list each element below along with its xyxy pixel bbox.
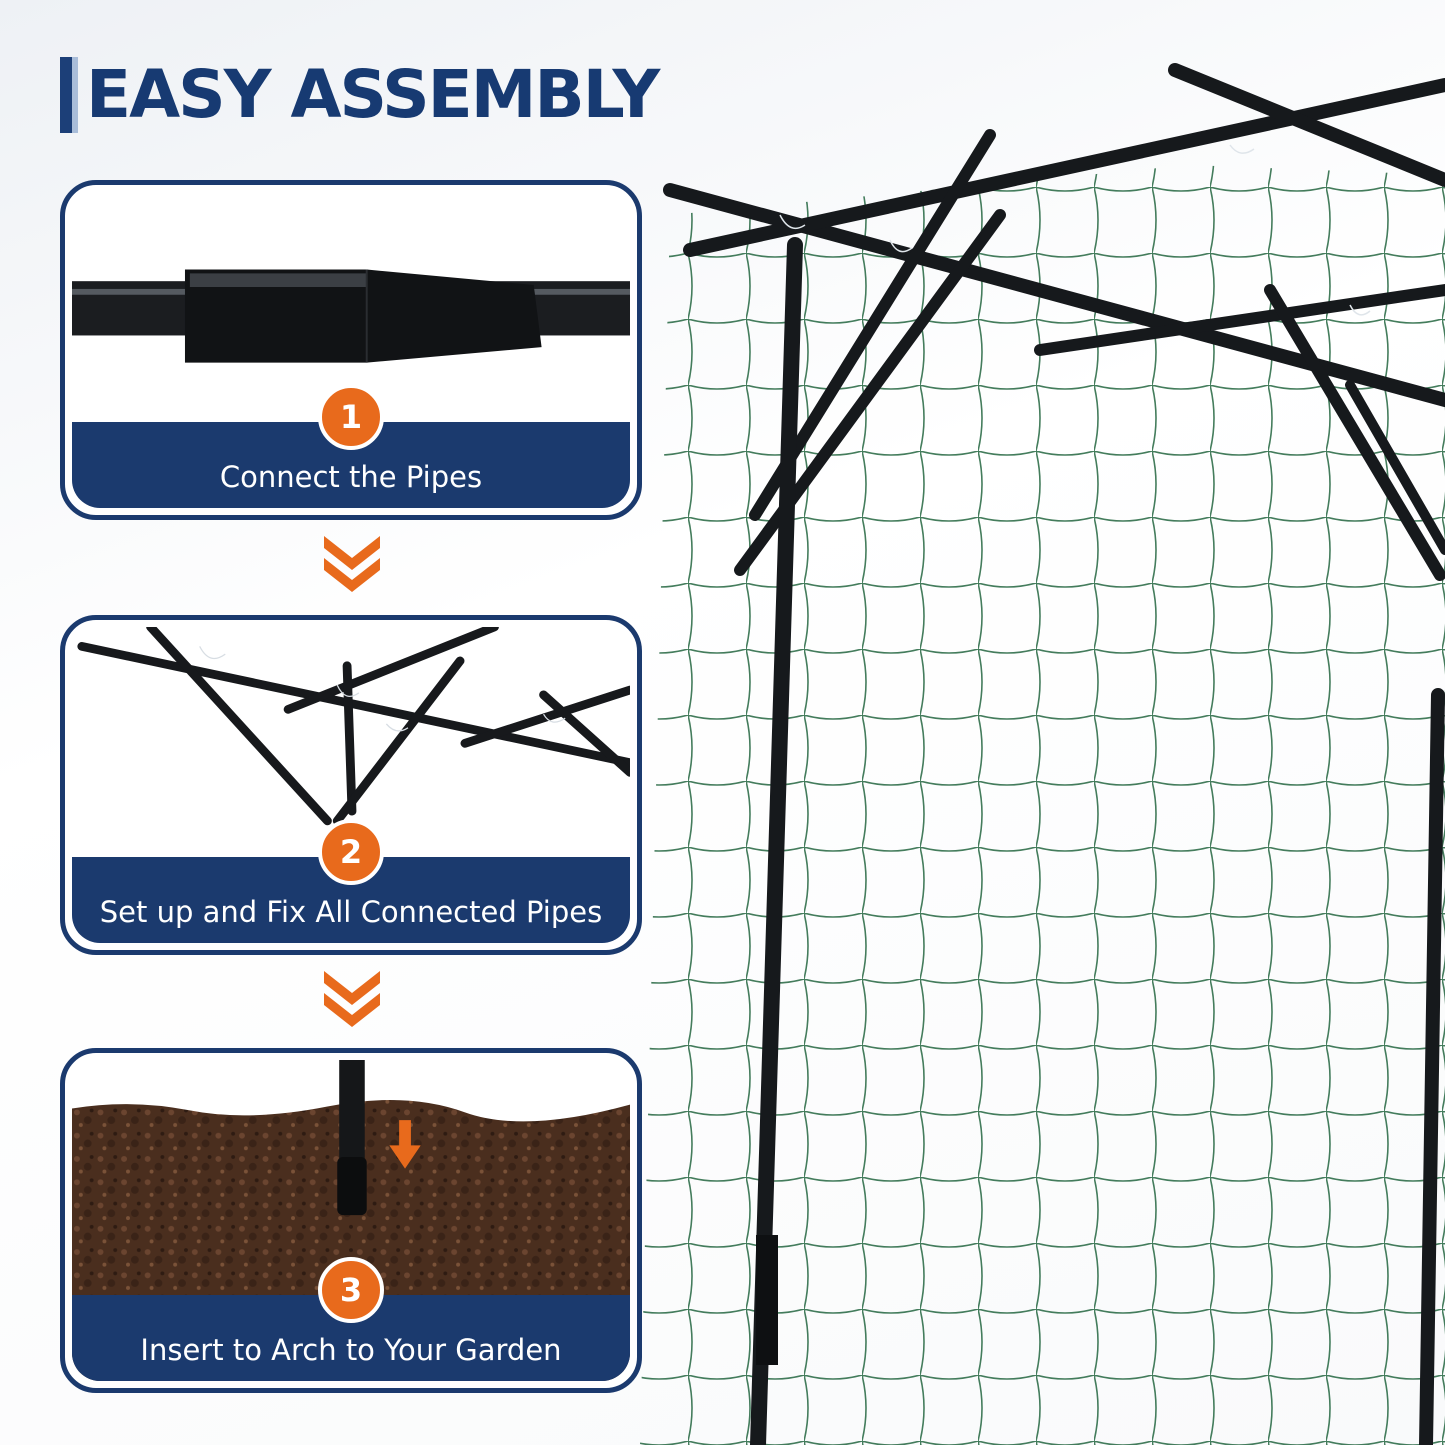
chevron-down-icon <box>324 971 380 1027</box>
step-card-2: Set up and Fix All Connected Pipes 2 <box>60 615 642 955</box>
page-title: EASY ASSEMBLY <box>86 56 660 133</box>
step-card-1: Connect the Pipes 1 <box>60 180 642 520</box>
garden-arch-netting-photo <box>640 63 1445 1445</box>
title-accent-bar <box>60 57 72 133</box>
step-caption: Insert to Arch to Your Garden <box>140 1333 562 1367</box>
step-card-3: Insert to Arch to Your Garden 3 <box>60 1048 642 1393</box>
page-header: EASY ASSEMBLY <box>60 55 660 135</box>
step-caption: Connect the Pipes <box>219 460 483 494</box>
chevron-down-icon <box>324 536 380 592</box>
step-number-badge: 1 <box>318 384 384 450</box>
step-number-badge: 2 <box>318 819 384 885</box>
step-number-badge: 3 <box>318 1257 384 1323</box>
step-caption: Set up and Fix All Connected Pipes <box>99 895 603 929</box>
down-arrow-icon <box>389 1120 421 1169</box>
